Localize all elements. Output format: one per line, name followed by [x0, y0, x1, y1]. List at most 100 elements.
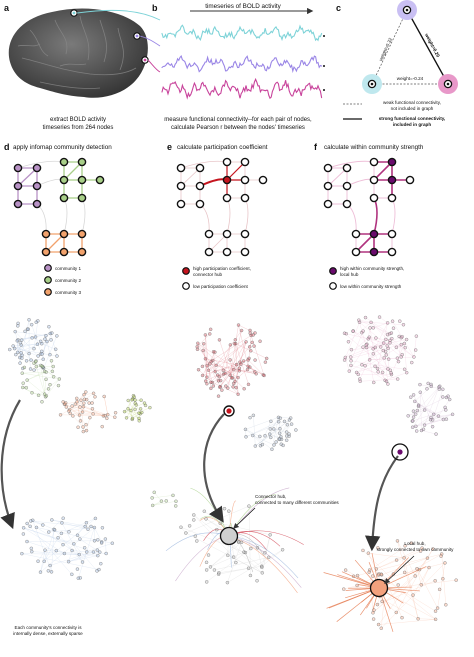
zoom-right-orange-node [413, 574, 417, 578]
overview-mid-red-edge [205, 374, 218, 382]
zoom-left-blue-node [47, 530, 51, 534]
overview-left-blue-node [49, 338, 53, 342]
overview-left-green-edge [40, 365, 46, 397]
zoom-right-orange-node [361, 548, 365, 553]
overview-left-blue-node [47, 325, 51, 329]
zoom-left-blue-node [76, 576, 80, 580]
overview-mid-red-node [209, 386, 213, 391]
zoom-right-orange-edge [381, 562, 446, 629]
overview-mid-red-node [234, 362, 239, 367]
caption-a-line1: extract BOLD activity [50, 117, 106, 123]
overview-mid-red-node [237, 366, 241, 370]
zoom-left-blue-edge [36, 527, 80, 555]
overview-left-lime-edge [124, 396, 135, 412]
overview-mid-gray-node [253, 444, 257, 448]
overview-right-pink-edge [361, 364, 387, 382]
zoom-mid-gray-node [212, 568, 217, 572]
overview-right-mauve-node [411, 409, 416, 413]
overview-right-mauve-node [430, 418, 435, 422]
overview-left-blue-edge [13, 343, 42, 347]
overview-mid-red-node [238, 360, 242, 364]
zoom-left-blue-node [98, 550, 102, 554]
overview-left-green-edge [22, 387, 33, 393]
overview-left-blue-node [16, 350, 20, 355]
overview-left-green-node [22, 365, 27, 370]
overview-right-pink-edge [360, 378, 398, 382]
overview-left-blue-node [48, 352, 52, 357]
overview-left-orange-node [105, 416, 109, 420]
zoom-right-orange-node [394, 558, 399, 562]
zoom-left-blue-node [92, 539, 97, 543]
overview-mid-red-node [242, 387, 246, 391]
overview-left-green-node [48, 383, 52, 387]
zoom-right-orange-node [395, 539, 400, 543]
overview-mid-red-node [246, 358, 250, 362]
overview-left-lime-node [143, 403, 148, 408]
zoom-left-blue-edge [68, 550, 73, 562]
zoom-left-blue-node [29, 546, 34, 551]
zoom-right-orange-node [351, 574, 356, 578]
zoom-left-blue-node [20, 551, 24, 556]
overview-right-mauve-edge [414, 386, 432, 402]
gd-node [77, 247, 87, 257]
zoom-left-blue-node [54, 548, 59, 553]
zoom-mid-gray-node [215, 527, 219, 532]
zoom-left-blue-node [95, 548, 100, 552]
zoom-right-orange-node [366, 551, 371, 555]
legend-f-high-line1: high within community strength, [340, 266, 404, 271]
zoom-mid-gray-node [205, 580, 209, 584]
zoom-mid-gray-node [260, 571, 264, 575]
overview-right-pink-node [357, 320, 362, 324]
ge-node [176, 163, 186, 173]
overview-right-mauve-node [434, 432, 438, 436]
overview-right-mauve-edge [421, 430, 437, 435]
overview-left-orange-node [70, 404, 74, 408]
overview-left-green-node [21, 381, 25, 385]
panel-d: d apply infomap community detection comm… [4, 142, 112, 296]
overview-mid-red-node [230, 376, 234, 380]
zoom-mid-gray-edge [180, 527, 186, 534]
overview-right-pink-node [371, 352, 375, 356]
overview-mid-red-edge [205, 358, 237, 365]
overview-right-pink-node [368, 326, 372, 330]
overview-left-orange-node [79, 398, 83, 402]
overview-left-lime-edge [128, 400, 140, 421]
zoom-left-blue-node [99, 561, 103, 566]
community-note-line2: internally dense, externally sparse [13, 631, 83, 636]
overview-right-pink-node [390, 319, 395, 323]
gf-node [323, 181, 333, 191]
overview-right-pink-edge [387, 342, 391, 369]
overview-left-lime-edge [126, 403, 136, 418]
zoom-mid-green-node [171, 493, 175, 498]
overview-left-blue-edge [41, 343, 56, 350]
overview-mid-red-edge [205, 334, 212, 389]
overview-mid-red-node [208, 327, 213, 331]
zoom-left-blue-edge [40, 529, 55, 573]
overview-mid-red-node [224, 384, 228, 388]
zoom-left-blue-edge [51, 519, 89, 530]
zoom-right-orange-edge [368, 553, 405, 559]
overview-mid-gray-edge [269, 434, 280, 440]
zoom-right-orange-edge [356, 585, 419, 619]
overview-right-pink-node [363, 315, 368, 320]
overview-left-green-node [44, 394, 49, 398]
zoom-mid-gray-edge [185, 532, 263, 573]
overview-right-pink-node [410, 360, 414, 365]
zoom-left-blue-node [49, 570, 54, 574]
overview-mid-red-node [206, 368, 211, 372]
weight-left-label: weight=0.32 [378, 37, 393, 62]
overview-mid-red-edge [248, 335, 252, 359]
overview-mid-red-edge [248, 359, 264, 375]
overview-left-green-node [30, 391, 34, 395]
zoom-right-orange-edge [345, 569, 436, 620]
overview-left-orange-edge [82, 406, 84, 413]
overview-mid-gray-node [258, 444, 263, 448]
node-magenta-dot [446, 82, 450, 86]
panel-c: c weight=0.32 weight=0.20 weight=-0.24 w… [336, 0, 458, 127]
overview-left-orange-node [90, 407, 95, 411]
zoom-left-blue-node [30, 549, 34, 554]
zoom-right-orange-node [400, 615, 404, 620]
overview-left-lime-node [138, 407, 143, 411]
zoom-mid-gray-node [179, 525, 183, 529]
overview-mid-gray-edge [255, 428, 281, 447]
